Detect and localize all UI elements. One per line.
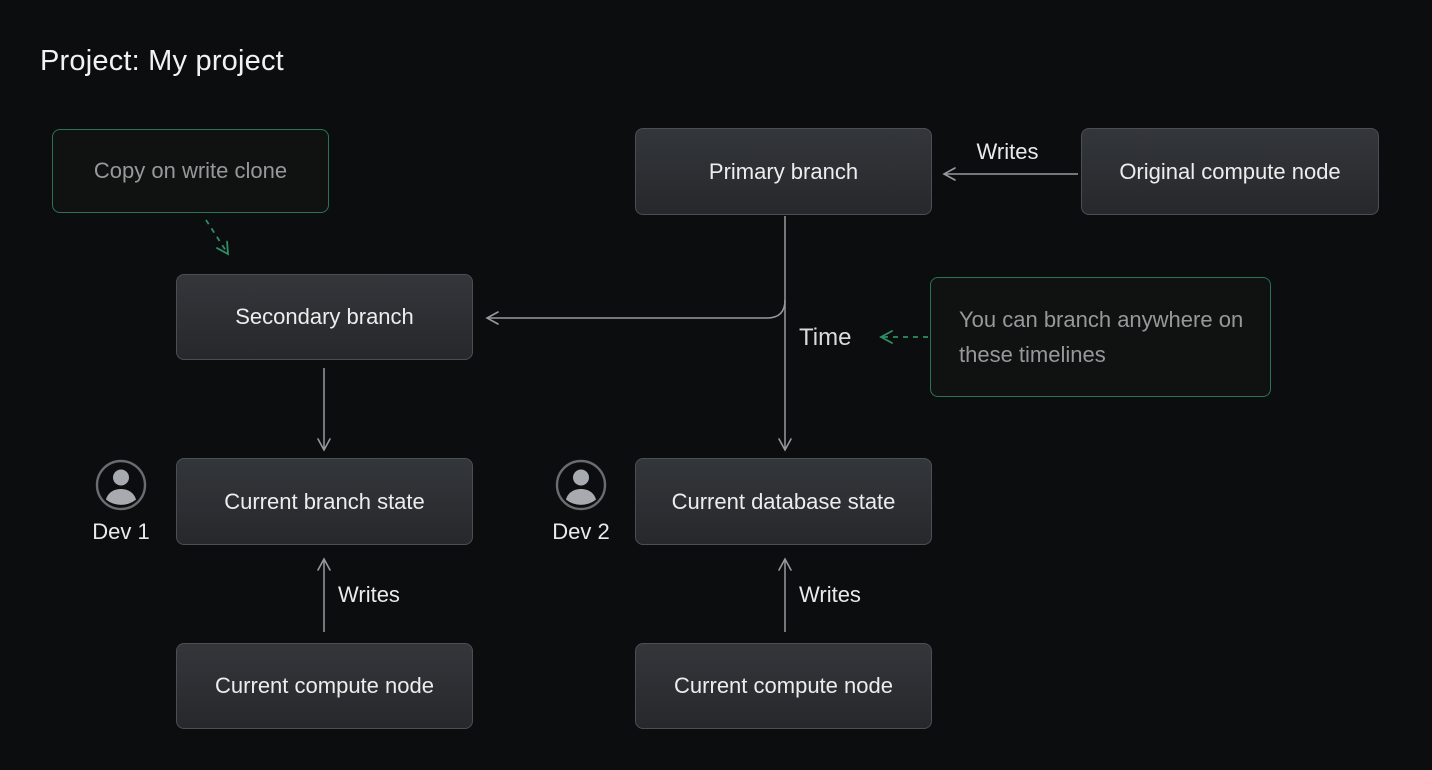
node-secondary-branch: Secondary branch [176,274,473,360]
node-current-compute-node-right-label: Current compute node [674,673,893,698]
node-current-compute-node-right: Current compute node [635,643,932,729]
label-writes-right: Writes [799,582,861,607]
node-secondary-branch-label: Secondary branch [235,304,414,329]
node-current-database-state: Current database state [635,458,932,545]
node-original-compute-node: Original compute node [1081,128,1379,215]
note-copy-on-write-clone: Copy on write clone [52,129,329,213]
label-writes-left: Writes [338,582,400,607]
edge-branch-to-secondary [485,299,786,325]
node-primary-branch: Primary branch [635,128,932,215]
label-dev1: Dev 1 [92,519,150,544]
label-writes-top: Writes [976,139,1039,164]
node-current-branch-state-label: Current branch state [224,488,425,514]
label-dev2: Dev 2 [552,519,610,544]
node-original-compute-node-label: Original compute node [1119,158,1341,184]
dev1-avatar-icon [95,459,147,511]
node-primary-branch-label: Primary branch [708,158,859,184]
note-branch-anywhere: You can branch anywhere on these timelin… [930,277,1271,397]
node-current-branch-state: Current branch state [176,458,473,545]
note-copy-on-write-label: Copy on write clone [93,158,288,183]
edge-cow-clone [205,219,230,256]
node-current-compute-node-left: Current compute node [176,643,473,729]
node-current-database-state-label: Current database state [671,488,896,514]
note-branch-anywhere-label: You can branch anywhere on these timelin… [959,307,1244,367]
dev2-avatar-icon [555,459,607,511]
node-current-compute-node-left-label: Current compute node [215,673,434,698]
page-title: Project: My project [40,45,284,77]
label-time: Time [799,324,852,351]
